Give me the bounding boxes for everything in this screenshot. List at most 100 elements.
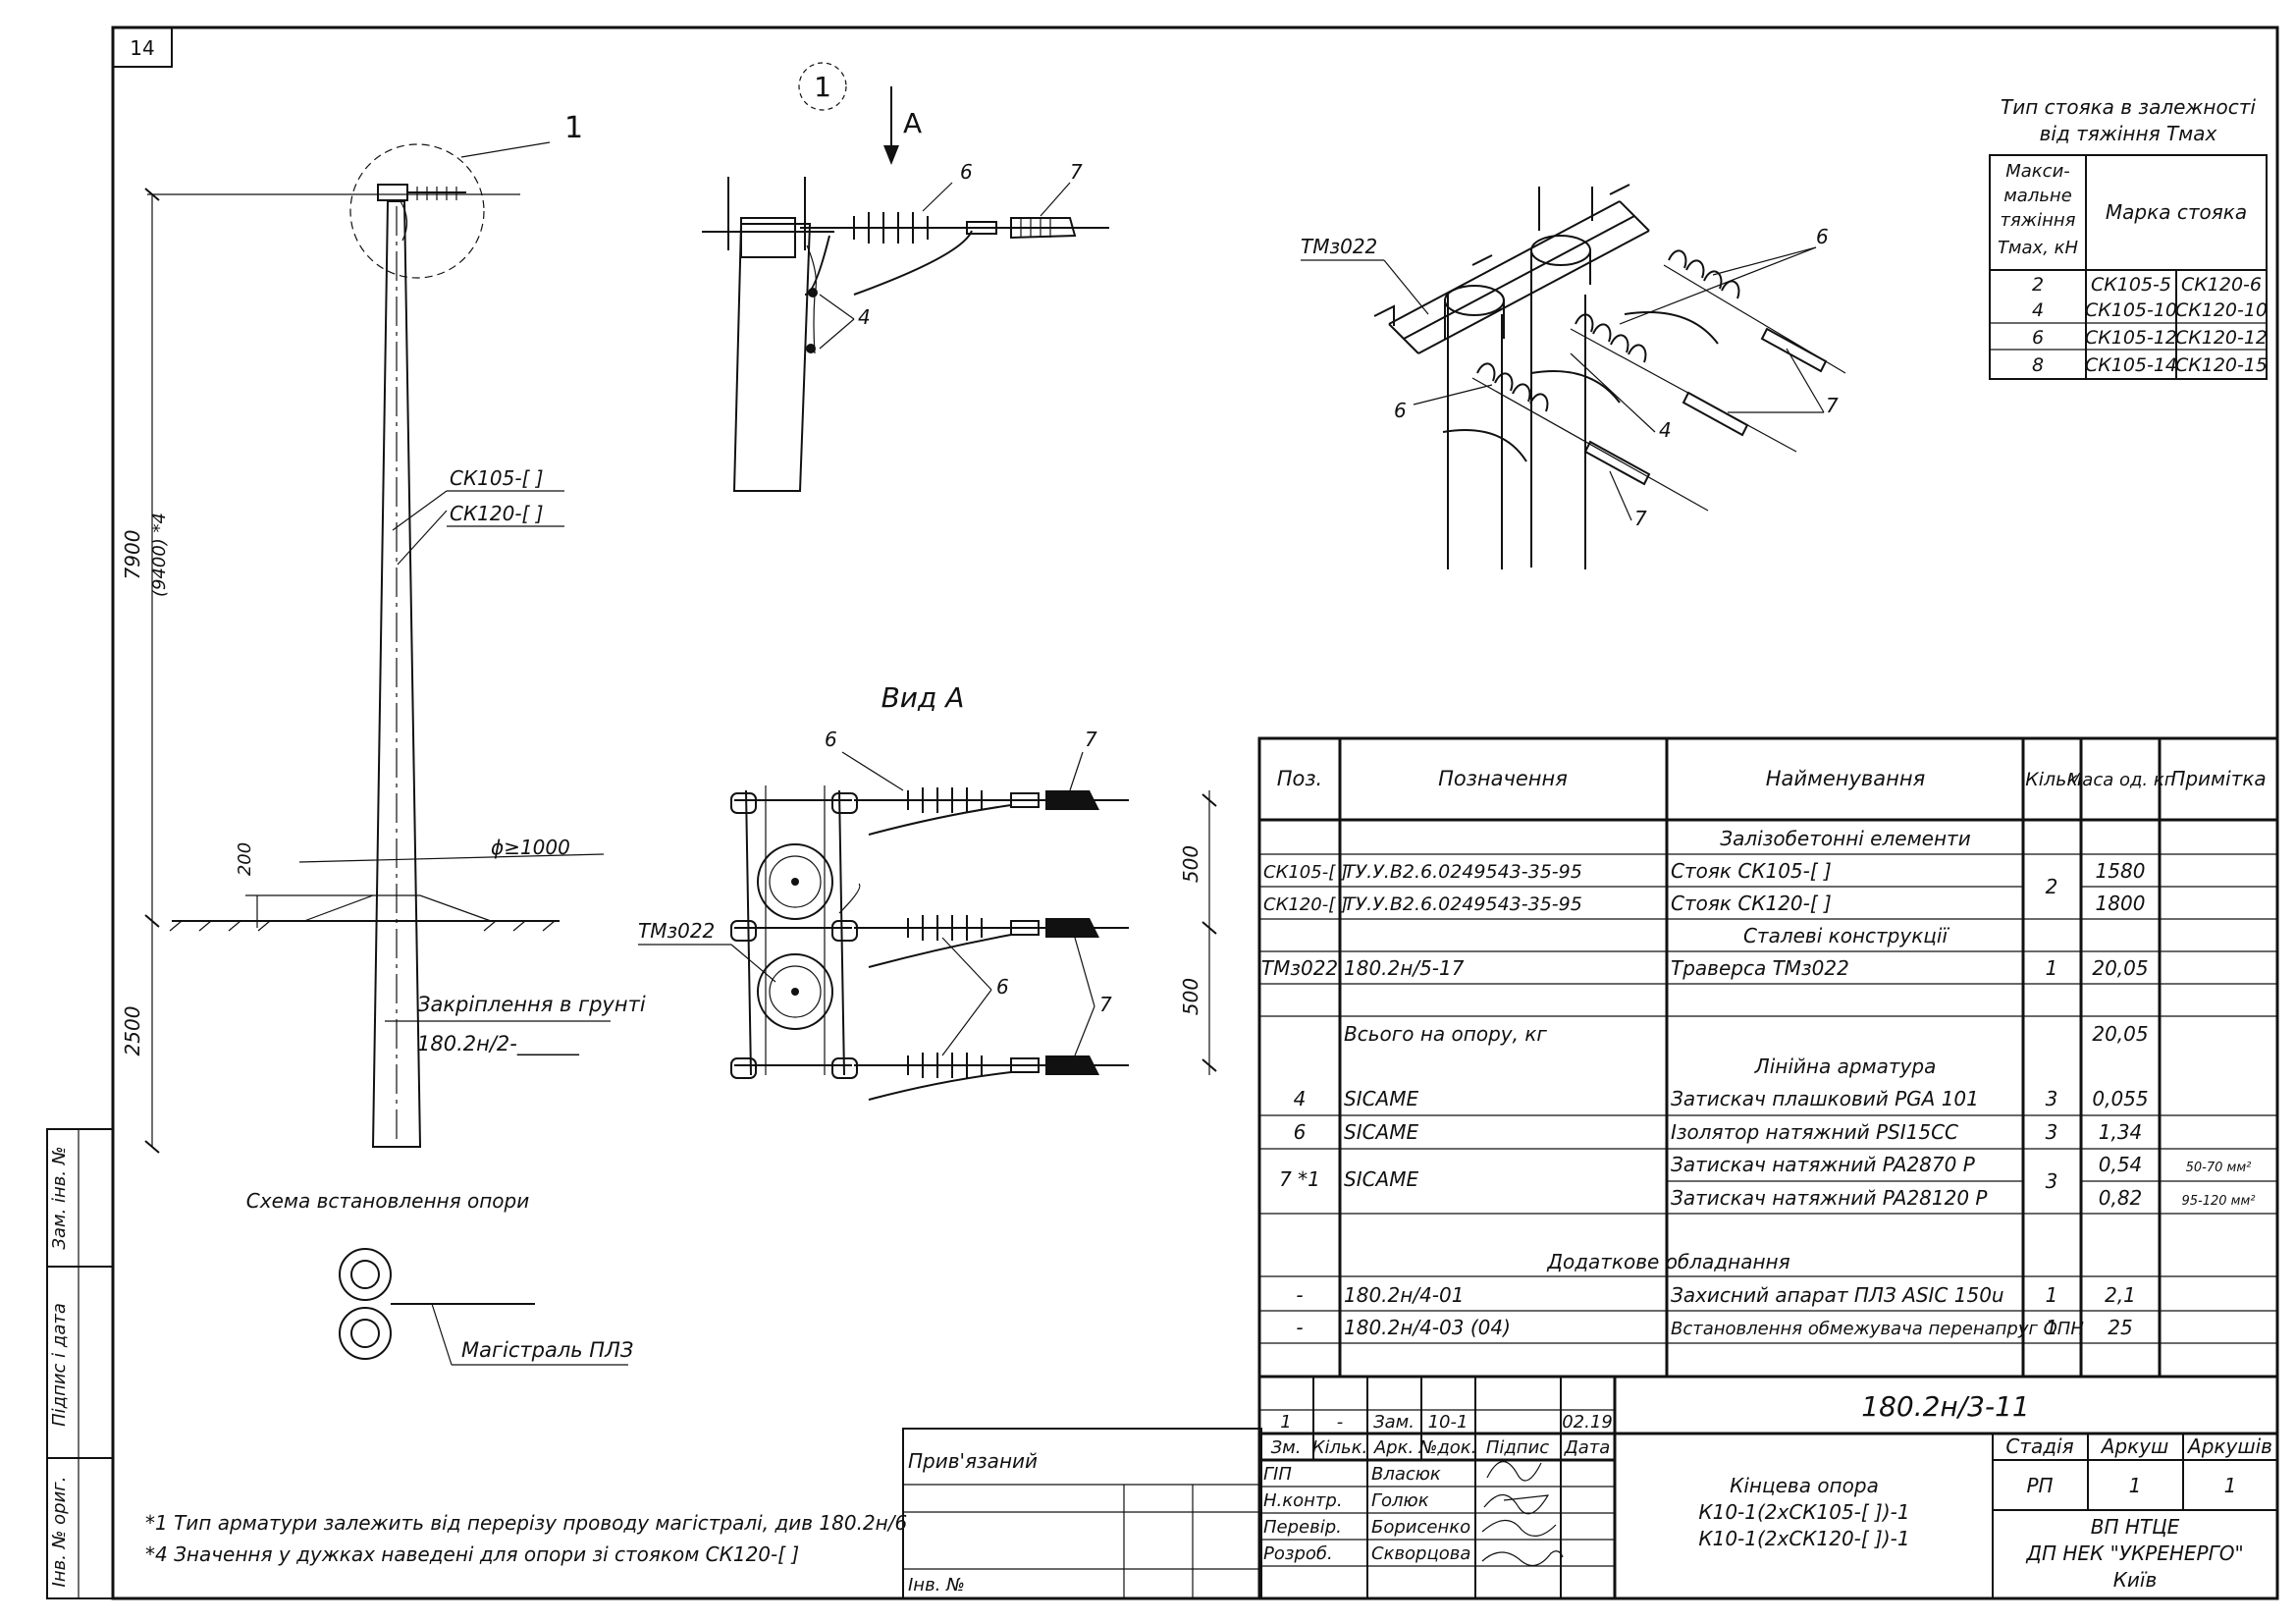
stand-r1-c3: СК120-6 <box>2181 274 2262 296</box>
stand-r2-c3: СК120-10 <box>2175 299 2268 321</box>
scheme-title: Схема встановлення опори <box>246 1189 529 1213</box>
tb-sheet-head: Аркуш <box>2100 1434 2169 1458</box>
spec-r9-pos: - <box>1296 1316 1303 1339</box>
stand-head-1b: мальне <box>2003 186 2072 206</box>
stand-table-title-2: від тяжіння Tмах <box>2040 122 2217 145</box>
spec-r1-des: ТУ.У.В2.6.0249543-35-95 <box>1344 893 1582 915</box>
spec-r8-des: 180.2н/4-01 <box>1344 1283 1464 1307</box>
spec-r7-name: Затискач натяжний PA28120 P <box>1671 1186 1988 1210</box>
view-a-string-top <box>854 787 1129 836</box>
view-a-dim-top: 500 <box>1179 845 1202 883</box>
tb-name-3: Борисенко <box>1371 1517 1470 1538</box>
tb-name-1: Власюк <box>1371 1464 1441 1485</box>
mound-diameter: ϕ≥1000 <box>491 836 570 859</box>
view-a-string-mid <box>838 883 1129 968</box>
stand-table: Тип стояка в залежності від тяжіння Tмах… <box>1989 95 2268 380</box>
isometric-view: ТМз022 6 6 4 7 7 <box>1301 184 1846 569</box>
stand-r4-c3: СК120-15 <box>2175 354 2268 376</box>
spec-section-fittings: Лінійна арматура <box>1754 1055 1937 1078</box>
tb-rev-4: 10-1 <box>1428 1412 1468 1433</box>
stand-r2-c2: СК105-10 <box>2085 299 2177 321</box>
spec-r6-mass: 0,54 <box>2099 1153 2143 1176</box>
spec-qty-merged-2: 3 <box>2046 1169 2058 1193</box>
tb-rev-1: 1 <box>1280 1412 1291 1433</box>
spec-r3-des: Всього на опору, кг <box>1344 1022 1547 1046</box>
detail-callout-circle <box>349 143 485 279</box>
detail-view-1: 1 А 6 7 4 <box>702 62 1109 492</box>
spec-r3-mass: 20,05 <box>2092 1022 2148 1046</box>
tb-sheets-val: 1 <box>2224 1474 2237 1497</box>
view-a-string-bottom <box>854 1053 1129 1101</box>
spec-head-name: Найменування <box>1766 767 1926 790</box>
spec-head-mass: Маса од. кг <box>2067 770 2174 790</box>
install-scheme: Схема встановлення опори Магістраль ПЛЗ <box>246 1189 633 1366</box>
detail-label-6: 6 <box>960 160 973 184</box>
spec-r8-pos: - <box>1296 1283 1303 1307</box>
spec-r5-qty: 3 <box>2046 1120 2058 1144</box>
iso-label-6-left: 6 <box>1394 399 1407 422</box>
spec-section-rc: Залізобетонні елементи <box>1720 827 1970 850</box>
sheet-frame <box>111 26 2279 1600</box>
view-a-label-6-mid: 6 <box>996 975 1009 999</box>
stand-label-105: СК105-[ ] <box>450 466 544 490</box>
spec-head-pos: Поз. <box>1277 767 1322 790</box>
view-a: Вид А <box>638 681 1217 1101</box>
spec-r0-des: ТУ.У.В2.6.0249543-35-95 <box>1344 861 1582 883</box>
tb-rev-3: Зам. <box>1373 1412 1415 1433</box>
tb-role-2: Н.контр. <box>1263 1490 1343 1511</box>
tb-sheets-head: Аркушів <box>2186 1434 2272 1458</box>
tb-name-4: Скворцова <box>1371 1543 1470 1564</box>
side-stamp: Інв. № ориг. Підпис і дата Зам. інв. № <box>46 1128 114 1599</box>
height-dim: 7900 <box>121 530 144 580</box>
anchoring-ref: 180.2н/2-______ <box>417 1032 579 1056</box>
spec-r2-pos: ТМз022 <box>1261 956 1338 980</box>
spec-r5-pos: 6 <box>1294 1120 1307 1144</box>
view-a-label-7-mid: 7 <box>1099 993 1112 1016</box>
spec-table: Поз. Позначення Найменування Кільк Маса … <box>1257 736 2279 1379</box>
stand-r4-c2: СК105-14 <box>2085 354 2177 376</box>
tb-sheet-val: 1 <box>2129 1474 2142 1497</box>
tb-name-2: Голюк <box>1371 1490 1429 1511</box>
view-a-traverse: ТМз022 <box>638 919 715 943</box>
spec-r2-name: Траверса ТМз022 <box>1671 956 1849 980</box>
stand-r1-c1: 2 <box>2032 274 2044 296</box>
stand-r4-c1: 8 <box>2032 354 2044 376</box>
detail-label-4: 4 <box>858 305 871 329</box>
note-2: *4 Значення у дужках наведені для опори … <box>145 1542 799 1566</box>
spec-r9-qty: 1 <box>2046 1316 2058 1339</box>
tb-revh-1: Зм. <box>1271 1437 1302 1458</box>
spec-r6-note: 50-70 мм² <box>2186 1161 2252 1175</box>
spec-r2-des: 180.2н/5-17 <box>1344 956 1465 980</box>
tb-rev-6: 02.19 <box>1562 1412 1613 1433</box>
spec-r0-pos: СК105-[ ] <box>1263 862 1348 883</box>
stand-r2-c1: 4 <box>2032 299 2044 321</box>
spec-head-note: Примітка <box>2170 767 2266 790</box>
tb-role-1: ГІП <box>1263 1464 1292 1485</box>
stand-head-1a: Макси- <box>2005 161 2070 182</box>
spec-r9-name: Встановлення обмежувача перенапруг ОПН <box>1671 1319 2084 1339</box>
tb-title-1: Кінцева опора <box>1730 1474 1879 1497</box>
spec-r2-mass: 20,05 <box>2092 956 2148 980</box>
iso-label-4: 4 <box>1659 418 1672 442</box>
detail-label-7: 7 <box>1070 160 1083 184</box>
iso-label-7-right: 7 <box>1826 394 1839 417</box>
mound-dim: 200 <box>235 842 255 876</box>
spec-r6-pos: 7 *1 <box>1279 1167 1320 1191</box>
detail-arrow-label: А <box>903 107 922 139</box>
iso-label-6-top: 6 <box>1816 225 1829 248</box>
spec-r2-qty: 1 <box>2046 956 2058 980</box>
stand-head-1d: Tмах, кН <box>1998 238 2079 258</box>
spec-section-steel: Сталеві конструкції <box>1743 924 1949 947</box>
tb-revh-4: №док. <box>1418 1437 1477 1458</box>
stand-r1-c2: СК105-5 <box>2091 274 2171 296</box>
spec-r0-name: Стояк СК105-[ ] <box>1671 859 1832 883</box>
side-stamp-sign: Підпис і дата <box>49 1303 70 1427</box>
detail-callout-number: 1 <box>564 111 583 145</box>
tb-revh-3: Арк. <box>1373 1437 1414 1458</box>
anchoring-label: Закріплення в грунті <box>417 993 646 1016</box>
depth-dim: 2500 <box>121 1006 144 1056</box>
spec-r1-pos: СК120-[ ] <box>1263 894 1348 915</box>
tb-org-3: Київ <box>2113 1568 2158 1592</box>
spec-r4-mass: 0,055 <box>2092 1087 2148 1110</box>
sheet-number-box <box>112 27 173 68</box>
